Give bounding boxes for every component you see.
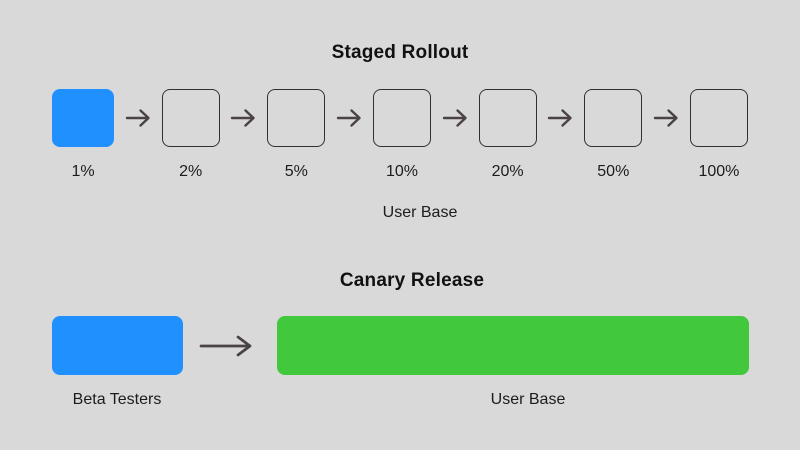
stage-label: 50%: [597, 163, 630, 180]
stage-20-percent: 20%: [478, 89, 537, 181]
user-base-label: User Base: [490, 391, 566, 408]
arrow-right-icon: [442, 109, 467, 127]
stage-label: 5%: [284, 163, 308, 180]
arrow-right-icon: [548, 109, 573, 127]
arrow-right-icon: [199, 335, 252, 357]
stage-label: 20%: [491, 163, 524, 180]
stage-box: [584, 89, 643, 147]
user-base-box: [277, 316, 749, 375]
stage-box: [478, 89, 537, 147]
stage-label: 2%: [179, 163, 203, 180]
stage-10-percent: 10%: [372, 89, 431, 181]
beta-testers-label: Beta Testers: [72, 391, 162, 408]
canary-release-title: Canary Release: [339, 270, 485, 291]
stage-label: 1%: [71, 163, 95, 180]
beta-testers-box: [52, 316, 183, 375]
stage-100-percent: 100%: [689, 89, 748, 181]
stage-box-filled: [52, 89, 114, 147]
stage-box: [161, 89, 220, 147]
stage-50-percent: 50%: [584, 89, 643, 181]
stage-1-percent: 1%: [52, 89, 114, 181]
stage-label: 100%: [698, 163, 740, 180]
arrow-right-icon: [125, 109, 150, 127]
stage-5-percent: 5%: [267, 89, 326, 181]
staged-user-base-label: User Base: [382, 204, 458, 221]
stage-box: [267, 89, 326, 147]
staged-rollout-flow: 1% 2% 5% 10%: [52, 89, 748, 181]
arrow-right-icon: [231, 109, 256, 127]
arrow-right-icon: [653, 109, 678, 127]
arrow-right-icon: [336, 109, 361, 127]
staged-rollout-title: Staged Rollout: [331, 42, 469, 63]
stage-box: [689, 89, 748, 147]
stage-label: 10%: [385, 163, 418, 180]
stage-box: [372, 89, 431, 147]
stage-2-percent: 2%: [161, 89, 220, 181]
